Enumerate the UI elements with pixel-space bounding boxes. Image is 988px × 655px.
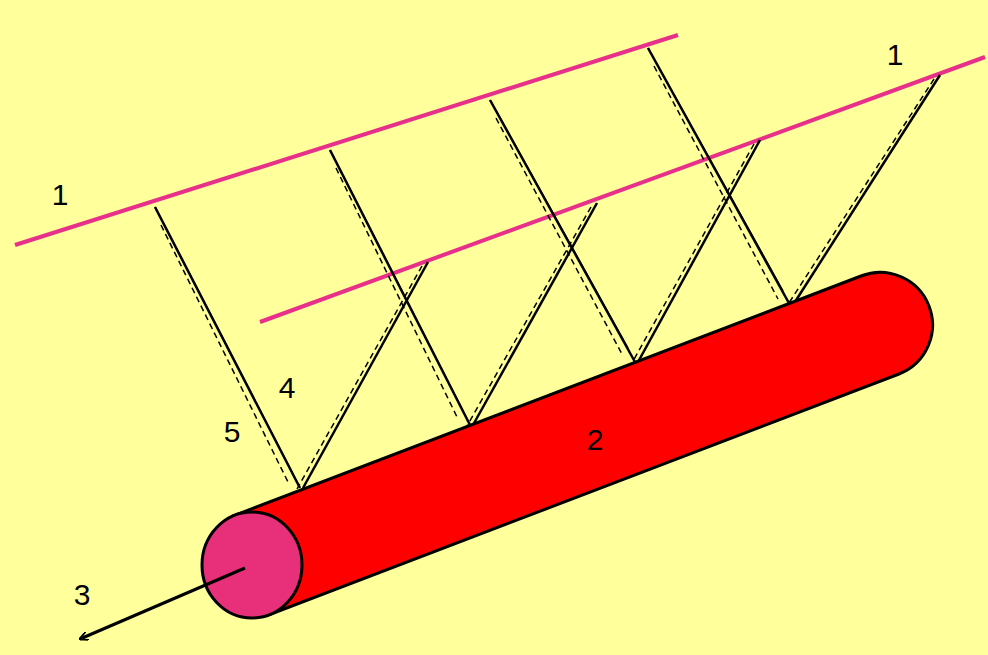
ray-line (648, 48, 783, 291)
ray-line (654, 66, 778, 299)
rail-line (15, 35, 678, 245)
ray-line (161, 225, 288, 482)
cylinder-body (233, 272, 933, 614)
ray-line (793, 75, 940, 305)
ray-line (490, 100, 628, 348)
callout-number: 3 (74, 580, 91, 610)
cylinder-end (202, 512, 302, 618)
ray-line (496, 118, 623, 356)
callout-number: 4 (279, 373, 296, 403)
ray-line (330, 150, 463, 411)
callout-number: 1 (52, 180, 69, 210)
ray-line (490, 100, 635, 362)
ray-line (787, 79, 934, 306)
ray-line (336, 168, 458, 419)
callout-number: 1 (887, 40, 904, 70)
ray-line (330, 150, 470, 425)
direction-arrow (80, 568, 245, 639)
ray-line (155, 207, 300, 488)
callout-number: 2 (587, 425, 604, 455)
callout-number: 5 (224, 417, 241, 447)
ray-line (648, 48, 790, 305)
ray-line (155, 207, 293, 474)
